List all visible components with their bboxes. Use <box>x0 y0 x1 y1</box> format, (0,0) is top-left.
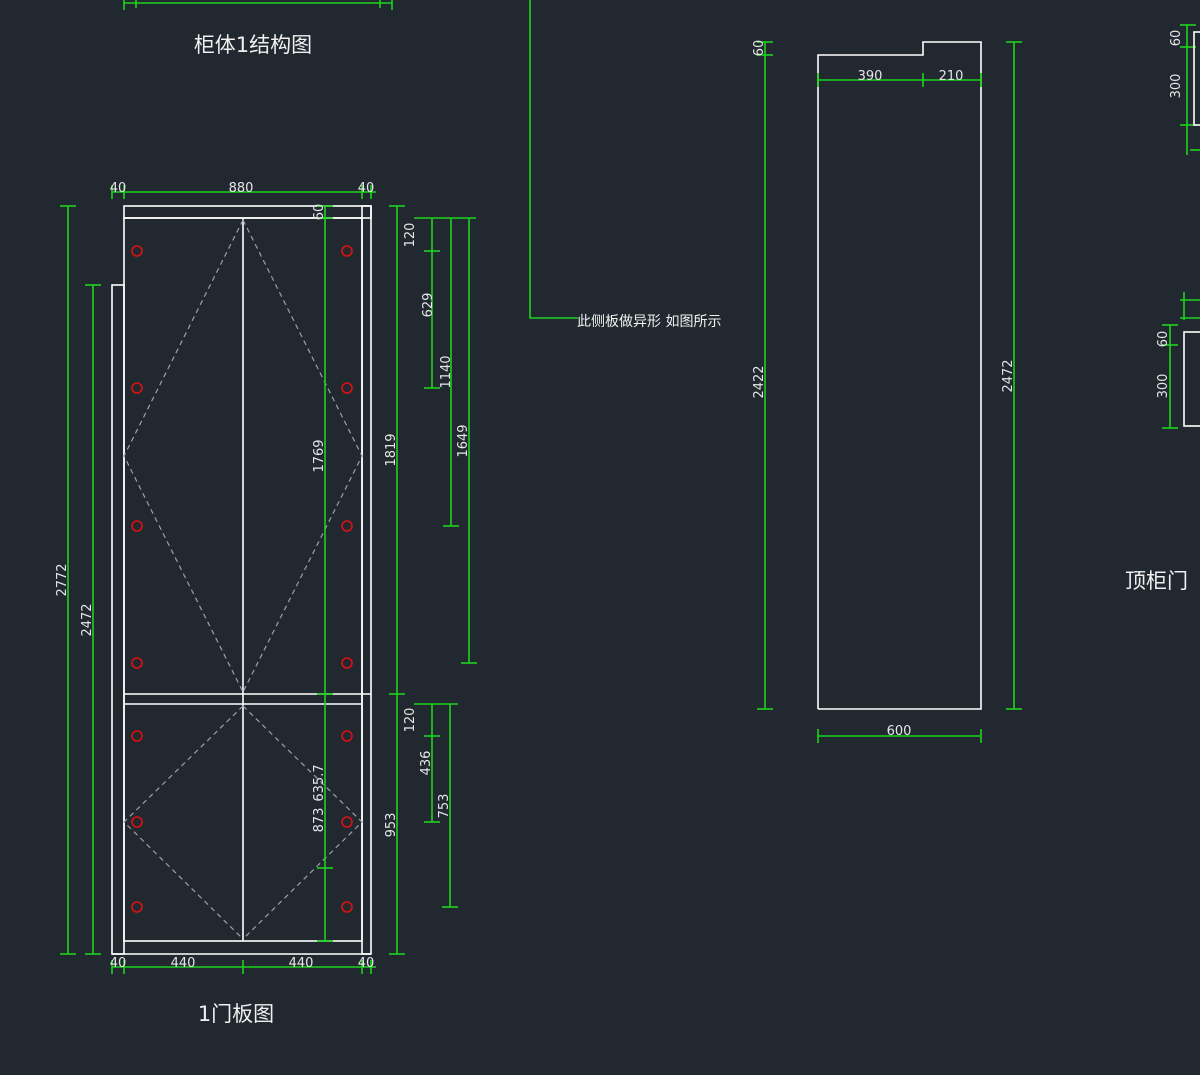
dim-873: 873 <box>312 808 327 833</box>
right-dim-300-upper: 300 <box>1169 74 1184 99</box>
side-dim-390: 390 <box>858 69 883 84</box>
dim-height-2472: 2472 <box>80 603 95 636</box>
side-dim-2422: 2422 <box>752 365 767 398</box>
cabinet1-structure-caption: 柜体1结构图 <box>194 33 312 57</box>
dim-top-880: 880 <box>229 181 254 196</box>
dim-bottom-40-left: 40 <box>110 956 127 971</box>
dim-1819: 1819 <box>384 433 399 466</box>
dim-bottom-40-right: 40 <box>358 956 375 971</box>
top-cabinet-door-remnant-upper <box>1180 24 1200 155</box>
hinge-holes <box>131 245 353 913</box>
door-panel-outline <box>111 205 372 955</box>
dim-top-40-right: 40 <box>358 181 375 196</box>
dim-436: 436 <box>419 751 434 776</box>
dim-height-2772: 2772 <box>55 563 70 596</box>
right-dim-300-lower: 300 <box>1156 374 1171 399</box>
dim-753: 753 <box>437 794 452 819</box>
top-cabinet-door-remnant-lower <box>1162 292 1200 429</box>
right-dim-60-upper: 60 <box>1169 30 1184 47</box>
door-dimension-lines <box>60 185 477 974</box>
side-panel-note: 此侧板做异形 如图所示 <box>577 314 721 330</box>
top-cabinet-door-caption: 顶柜门 <box>1125 569 1188 593</box>
cabinet1-structure-remnant <box>123 0 393 10</box>
side-panel-outline <box>817 41 982 710</box>
side-dim-210: 210 <box>939 69 964 84</box>
dim-bottom-440-left: 440 <box>171 956 196 971</box>
door-panel-1-caption: 1门板图 <box>198 1002 274 1026</box>
side-dim-60: 60 <box>752 40 767 57</box>
dim-629: 629 <box>421 293 436 318</box>
dim-1769: 1769 <box>312 439 327 472</box>
side-panel-dimension-lines <box>757 41 1022 743</box>
dim-953: 953 <box>384 813 399 838</box>
side-dim-2472: 2472 <box>1001 359 1016 392</box>
dim-60: 60 <box>312 204 327 221</box>
dim-120-lower: 120 <box>403 708 418 733</box>
dim-1649: 1649 <box>456 424 471 457</box>
side-dim-600: 600 <box>887 724 912 739</box>
dim-1140: 1140 <box>439 355 454 388</box>
dim-bottom-440-right: 440 <box>289 956 314 971</box>
right-dim-60-lower: 60 <box>1156 331 1171 348</box>
door-open-direction-diagonals <box>123 219 363 940</box>
note-leader-line <box>529 0 578 319</box>
dim-120-top: 120 <box>403 223 418 248</box>
dim-635-7: 635.7 <box>312 764 327 801</box>
dim-top-40-left: 40 <box>110 181 127 196</box>
